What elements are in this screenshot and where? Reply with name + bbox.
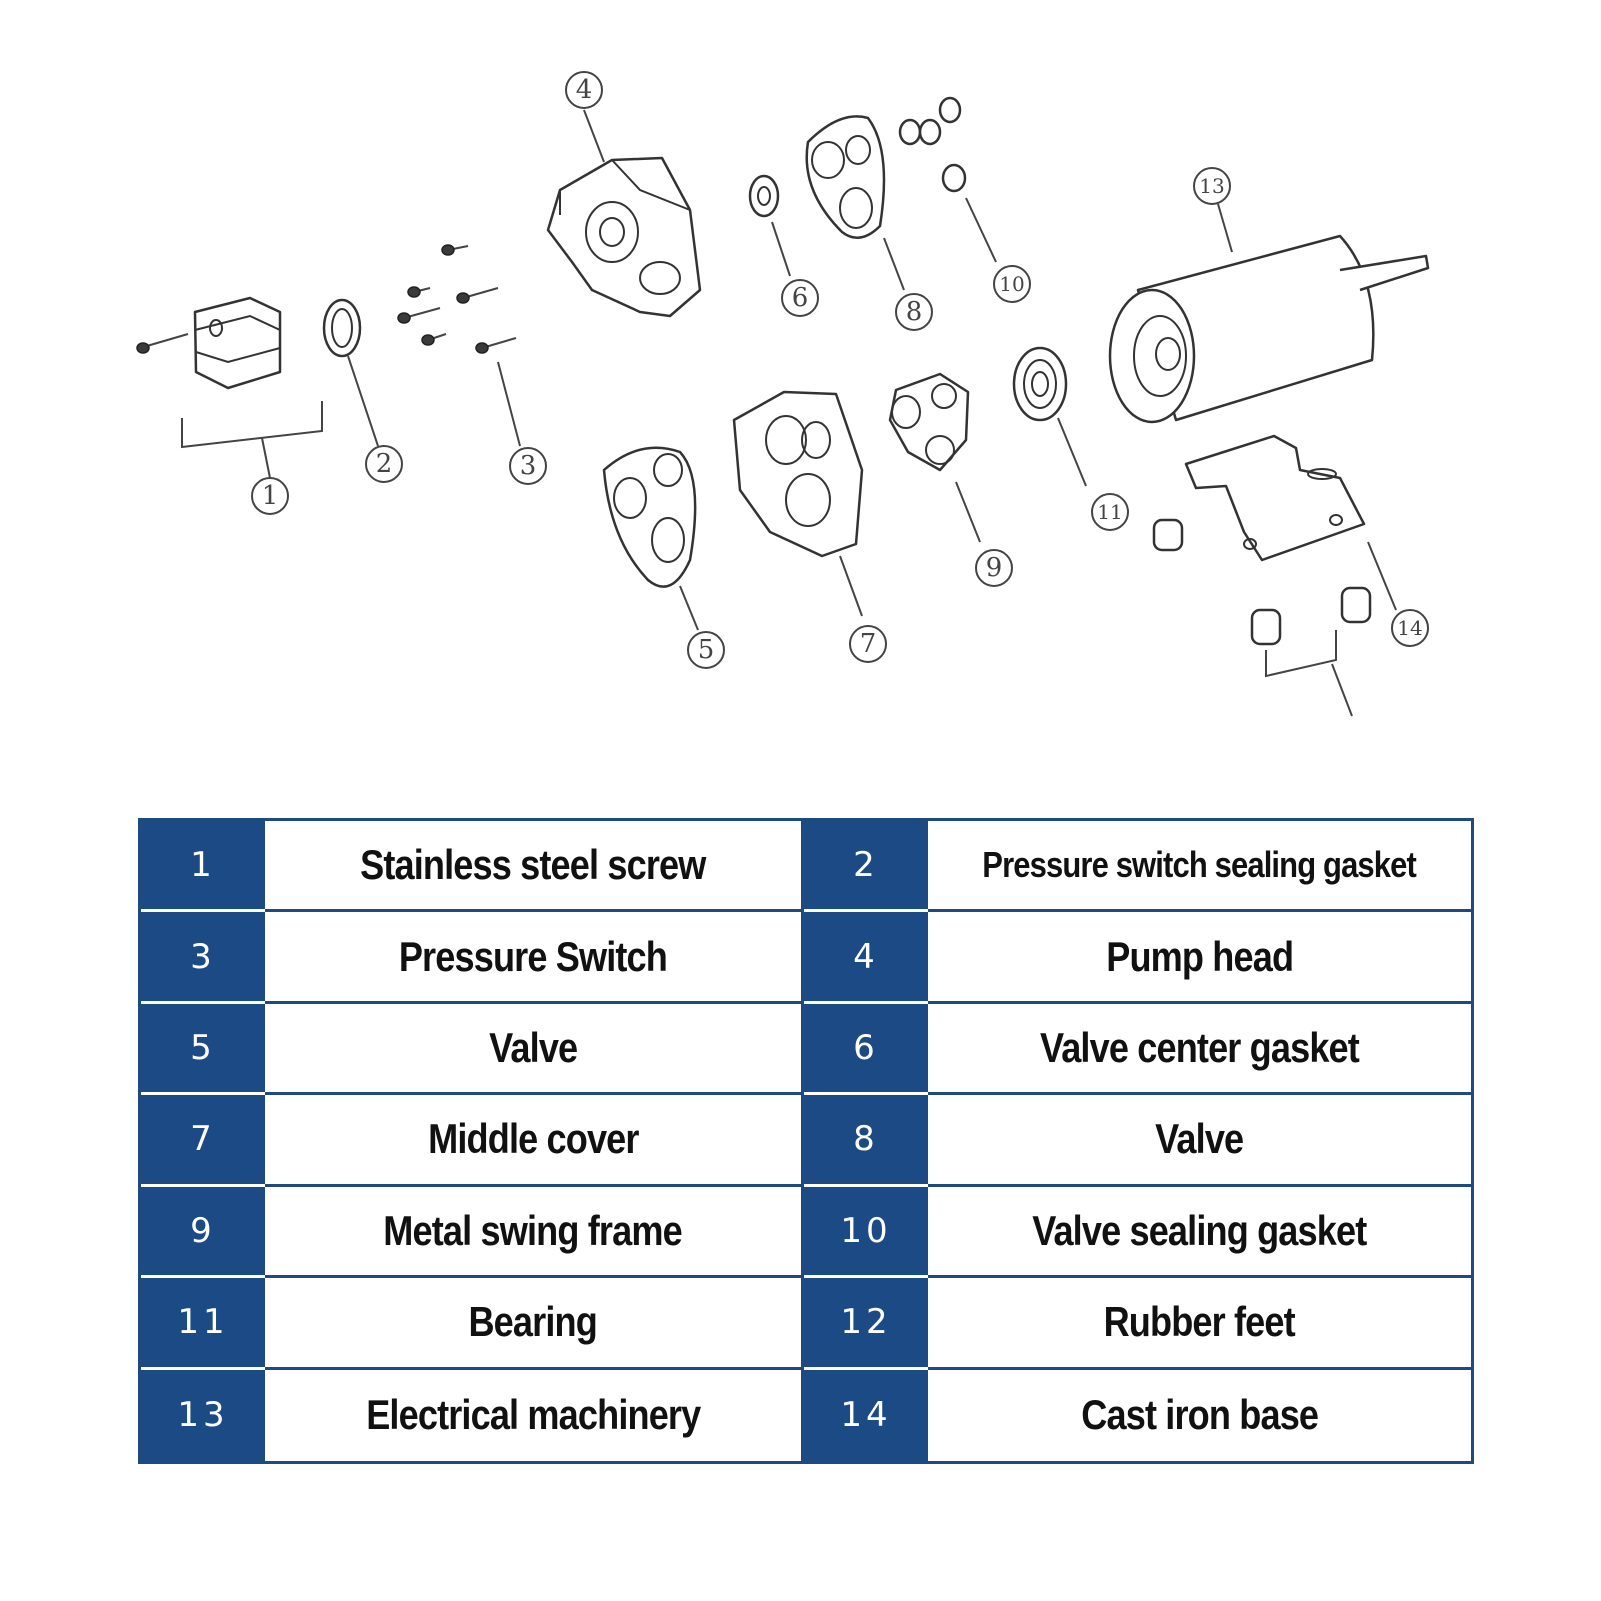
callout: 7 [849,625,887,663]
part-name-cell: Middle cover [265,1095,804,1187]
part-name: Valve center gasket [1039,1024,1360,1072]
callout: 6 [781,279,819,317]
exploded-pump-diagram: 1 2 3 4 5 6 7 8 9 10 11 13 14 [136,71,1430,717]
part-number-cell: 1 [141,821,265,913]
part-name-cell: Valve [265,1003,804,1096]
part-number-cell: 13 [141,1369,265,1461]
part-pump-head [546,109,702,318]
callout-label: 13 [1199,174,1224,198]
part-cast-iron-base [1152,434,1397,717]
callout: 2 [365,445,403,483]
part-number-cell: 6 [804,1003,928,1096]
parts-table: 1 Stainless steel screw 2 Pressure switc… [138,818,1474,1464]
callout: 10 [993,265,1031,303]
callout: 3 [509,447,547,485]
part-electrical-machinery [1108,203,1430,424]
part-sealing-gasket [322,298,379,447]
callout: 4 [565,71,603,109]
callout: 14 [1391,609,1429,647]
part-valve-lower [602,446,699,631]
part-bearing [1012,346,1087,487]
part-number-cell: 7 [141,1095,265,1187]
part-number-cell: 3 [141,912,265,1004]
callout-label: 6 [792,283,809,313]
part-number-cell: 4 [804,912,928,1004]
part-name: Valve [488,1024,578,1072]
part-name: Valve sealing gasket [1032,1206,1367,1254]
part-screws [397,244,521,447]
part-pressure-switch-cover [136,296,323,479]
part-name-cell: Valve center gasket [928,1004,1471,1096]
part-number-cell: 8 [804,1095,928,1187]
part-number-cell: 9 [141,1186,265,1279]
part-name: Rubber feet [1103,1298,1296,1346]
callout-label: 10 [999,272,1024,296]
callout-label: 1 [262,481,279,511]
callout-label: 11 [1097,500,1122,524]
part-name-cell: Electrical machinery [265,1369,804,1461]
part-number-cell: 11 [141,1278,265,1370]
callout-label: 5 [698,635,715,665]
part-number-cell: 2 [804,821,928,913]
part-name: Valve [1155,1115,1244,1163]
part-name: Middle cover [427,1115,639,1163]
part-name-cell: Valve [928,1095,1471,1187]
part-name-cell: Pressure Switch [265,912,804,1004]
part-name: Pump head [1106,932,1294,980]
part-name: Electrical machinery [365,1391,701,1439]
callout: 8 [895,293,933,331]
callout: 13 [1193,167,1231,205]
callout: 11 [1091,493,1129,531]
part-name: Pressure switch sealing gasket [982,844,1418,886]
part-name-cell: Pump head [928,912,1471,1004]
part-name: Bearing [468,1298,598,1346]
part-number-cell: 10 [804,1186,928,1279]
part-number-cell: 14 [804,1369,928,1461]
part-name-cell: Pressure switch sealing gasket [928,821,1471,913]
part-name-cell: Metal swing frame [265,1186,804,1279]
callout-label: 7 [860,629,877,659]
callout-label: 4 [576,75,593,105]
callout-label: 2 [376,449,393,479]
part-name-cell: Stainless steel screw [265,821,804,913]
callout: 1 [251,477,289,515]
callout-label: 9 [986,553,1003,583]
part-number-cell: 12 [804,1278,928,1370]
callout-label: 3 [520,451,537,481]
part-name-cell: Bearing [265,1278,804,1370]
part-name-cell: Rubber feet [928,1278,1471,1370]
part-number-cell: 5 [141,1003,265,1096]
part-middle-cover [732,390,864,617]
callout: 5 [687,631,725,669]
part-name: Metal swing frame [383,1206,683,1254]
callout-label: 8 [906,297,923,327]
part-name: Stainless steel screw [360,841,706,889]
callout-label: 14 [1397,616,1422,640]
part-name: Pressure Switch [398,932,668,980]
part-valve-sealing-gaskets [898,96,997,263]
part-name-cell: Cast iron base [928,1370,1471,1461]
callout: 9 [975,549,1013,587]
part-valve-upper [805,115,905,291]
part-metal-swing-frame [888,372,981,543]
part-name: Cast iron base [1081,1391,1319,1439]
part-name-cell: Valve sealing gasket [928,1187,1471,1279]
part-valve-center-gasket [748,174,791,277]
